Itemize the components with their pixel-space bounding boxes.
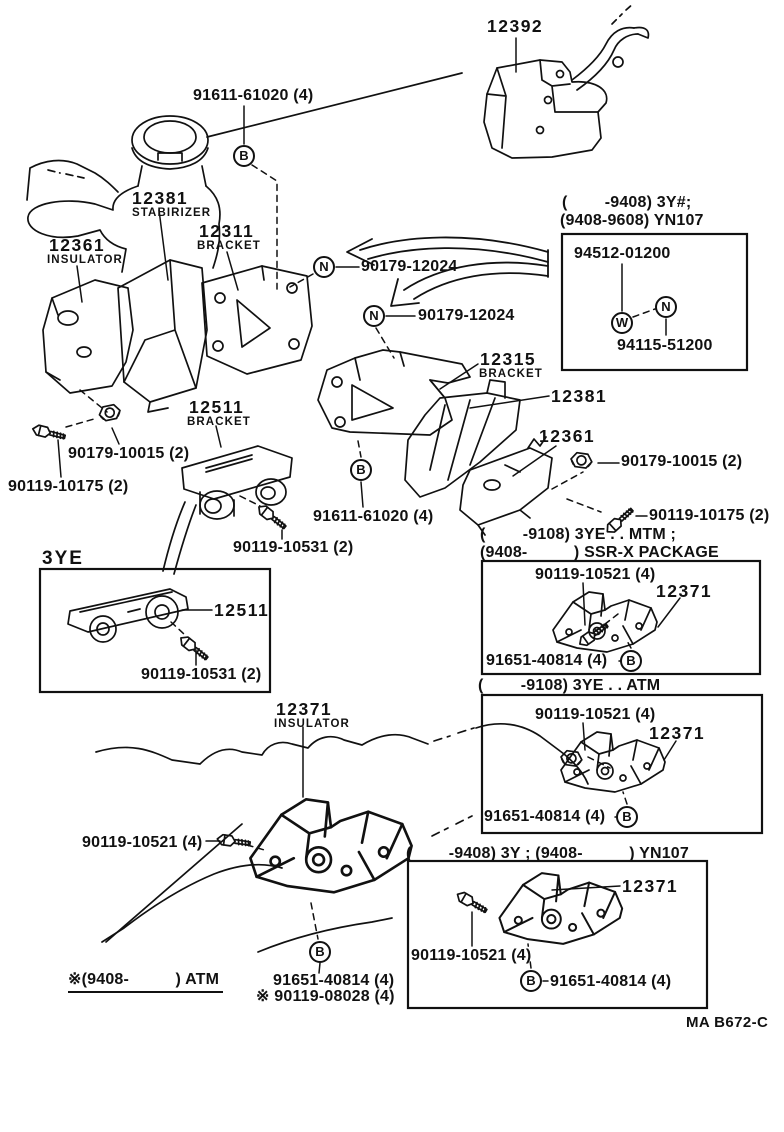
engine-head-drawing bbox=[26, 72, 463, 273]
callout-bolt-91611-top: 91611-61020 (4) bbox=[193, 87, 314, 104]
inset-yn107-part-12371: 12371 bbox=[622, 876, 679, 896]
part-12511-drawing bbox=[162, 445, 293, 575]
b-marker-icon: B bbox=[350, 459, 372, 481]
callout-nut-90179-12024-a: 90179-12024 bbox=[361, 258, 458, 275]
part-12311-drawing bbox=[201, 265, 313, 375]
callout-part-12511-type: BRACKET bbox=[187, 416, 251, 428]
callout-nut-90179-10015-right: 90179-10015 (2) bbox=[621, 453, 743, 470]
w-marker-icon: W bbox=[611, 312, 633, 334]
leader-lines bbox=[57, 37, 681, 982]
part-12371-main-drawing bbox=[249, 797, 413, 894]
callout-part-12381-top: 12381 bbox=[132, 188, 189, 208]
callout-part-12371-main: 12371 bbox=[276, 699, 333, 719]
callout-bolt-90119-10175-right: 90119-10175 (2) bbox=[649, 507, 770, 524]
inset-yn107-header: ( -9408) 3Y ; (9408- ) YN107 bbox=[406, 845, 689, 862]
callout-part-12392: 12392 bbox=[487, 16, 544, 36]
callout-part-12361-top: 12361 bbox=[49, 235, 106, 255]
callout-part-94512: 94512-01200 bbox=[574, 245, 671, 262]
dashed-lines bbox=[65, 164, 656, 969]
inset-3ye-bolt-90119-10531: 90119-10531 (2) bbox=[141, 666, 262, 683]
callout-part-12361-mid: 12361 bbox=[539, 426, 596, 446]
inset-ssrx-bolt-90119-10521: 90119-10521 (4) bbox=[535, 566, 656, 583]
page-code: MA B672-C bbox=[686, 1014, 769, 1031]
n-marker-icon: N bbox=[363, 305, 385, 327]
part-12392-drawing bbox=[483, 2, 650, 159]
inset-atm-bolt-90119-10521: 90119-10521 (4) bbox=[535, 706, 656, 723]
inset-ssrx-part-12371: 12371 bbox=[656, 581, 713, 601]
inset-nuts-header-line2: (9408-9608) YN107 bbox=[560, 212, 704, 229]
callout-bolt-90119-08028-main: ※ 90119-08028 (4) bbox=[256, 988, 395, 1005]
inset-3ye-bracket-drawing bbox=[67, 588, 189, 643]
inset-ssrx-header-line1: ( -9108) 3YE . . MTM ; bbox=[480, 526, 677, 543]
inset-yn107-bolt-91651-40814: 91651-40814 (4) bbox=[550, 973, 672, 990]
callout-part-12315: 12315 bbox=[480, 349, 537, 369]
n-marker-icon: N bbox=[313, 256, 335, 278]
b-marker-icon: B bbox=[309, 941, 331, 963]
b-marker-icon: B bbox=[620, 650, 642, 672]
callout-bolt-90119-10531-mid: 90119-10531 (2) bbox=[233, 539, 354, 556]
b-marker-icon: B bbox=[520, 970, 542, 992]
inset-atm-part-12371: 12371 bbox=[649, 723, 706, 743]
arrow-head-lower-icon bbox=[390, 278, 420, 307]
callout-part-12381-top-type: STABIRIZER bbox=[132, 207, 212, 219]
inset-boxes bbox=[38, 232, 764, 1010]
inset-ssrx-mount-drawing bbox=[552, 591, 658, 653]
b-marker-icon: B bbox=[616, 806, 638, 828]
inset-nuts-header-line1: ( -9408) 3Y#; bbox=[562, 194, 692, 211]
inset-ssrx-bolt-91651-40814: 91651-40814 (4) bbox=[486, 652, 608, 669]
b-marker-icon: B bbox=[233, 145, 255, 167]
inset-yn107-mount-drawing bbox=[498, 872, 624, 945]
inset-yn107-bolt-90119-10521: 90119-10521 (4) bbox=[411, 947, 532, 964]
nut-90179-10015-left-icon bbox=[97, 402, 123, 423]
callout-nut-90179-12024-b: 90179-12024 bbox=[418, 307, 515, 324]
callout-nut-90179-10015-left: 90179-10015 (2) bbox=[68, 445, 190, 462]
part-12381-top-drawing bbox=[117, 259, 208, 413]
inset-3ye-header: 3YE bbox=[42, 548, 84, 569]
inset-3ye-part-12511: 12511 bbox=[214, 600, 270, 620]
reference-arrows bbox=[346, 236, 549, 307]
bolt-90119-10531-icon bbox=[254, 502, 289, 533]
arrow-head-left-icon bbox=[346, 238, 375, 266]
part-12315-drawing bbox=[317, 349, 471, 436]
callout-part-12315-type: BRACKET bbox=[479, 368, 543, 380]
callout-bolt-91651-40814-main: 91651-40814 (4) bbox=[273, 972, 395, 989]
callout-part-12381-mid: 12381 bbox=[551, 386, 608, 406]
part-12361-mid-drawing bbox=[459, 436, 553, 536]
part-12381-mid-drawing bbox=[404, 379, 521, 498]
callout-bolt-90119-10521-main: 90119-10521 (4) bbox=[82, 834, 203, 851]
callout-part-12311-type: BRACKET bbox=[197, 240, 261, 252]
n-marker-icon: N bbox=[655, 296, 677, 318]
inset-ssrx-header-line2: (9408- ) SSR-X PACKAGE bbox=[480, 544, 719, 561]
callout-part-94115: 94115-51200 bbox=[617, 337, 713, 354]
note-atm-application: ※(9408- ) ATM bbox=[68, 971, 224, 993]
bolt-3ye-inset-icon bbox=[176, 633, 211, 664]
inset-atm-header: ( -9108) 3YE . . ATM bbox=[478, 677, 661, 694]
callout-part-12311: 12311 bbox=[199, 221, 255, 241]
nut-90179-10015-right-icon bbox=[569, 451, 594, 470]
nut-atm-inset-icon bbox=[559, 749, 584, 768]
callout-part-12511: 12511 bbox=[189, 397, 245, 417]
part-12361-top-drawing bbox=[42, 279, 134, 394]
bolt-90119-10175-left-icon bbox=[30, 423, 67, 443]
inset-atm-bolt-91651-40814: 91651-40814 (4) bbox=[484, 808, 606, 825]
callout-bolt-90119-10175-left: 90119-10175 (2) bbox=[8, 478, 129, 495]
callout-part-12371-main-type: INSULATOR bbox=[274, 718, 350, 730]
callout-bolt-91611-mid: 91611-61020 (4) bbox=[313, 508, 434, 525]
callout-part-12361-top-type: INSULATOR bbox=[47, 254, 123, 266]
